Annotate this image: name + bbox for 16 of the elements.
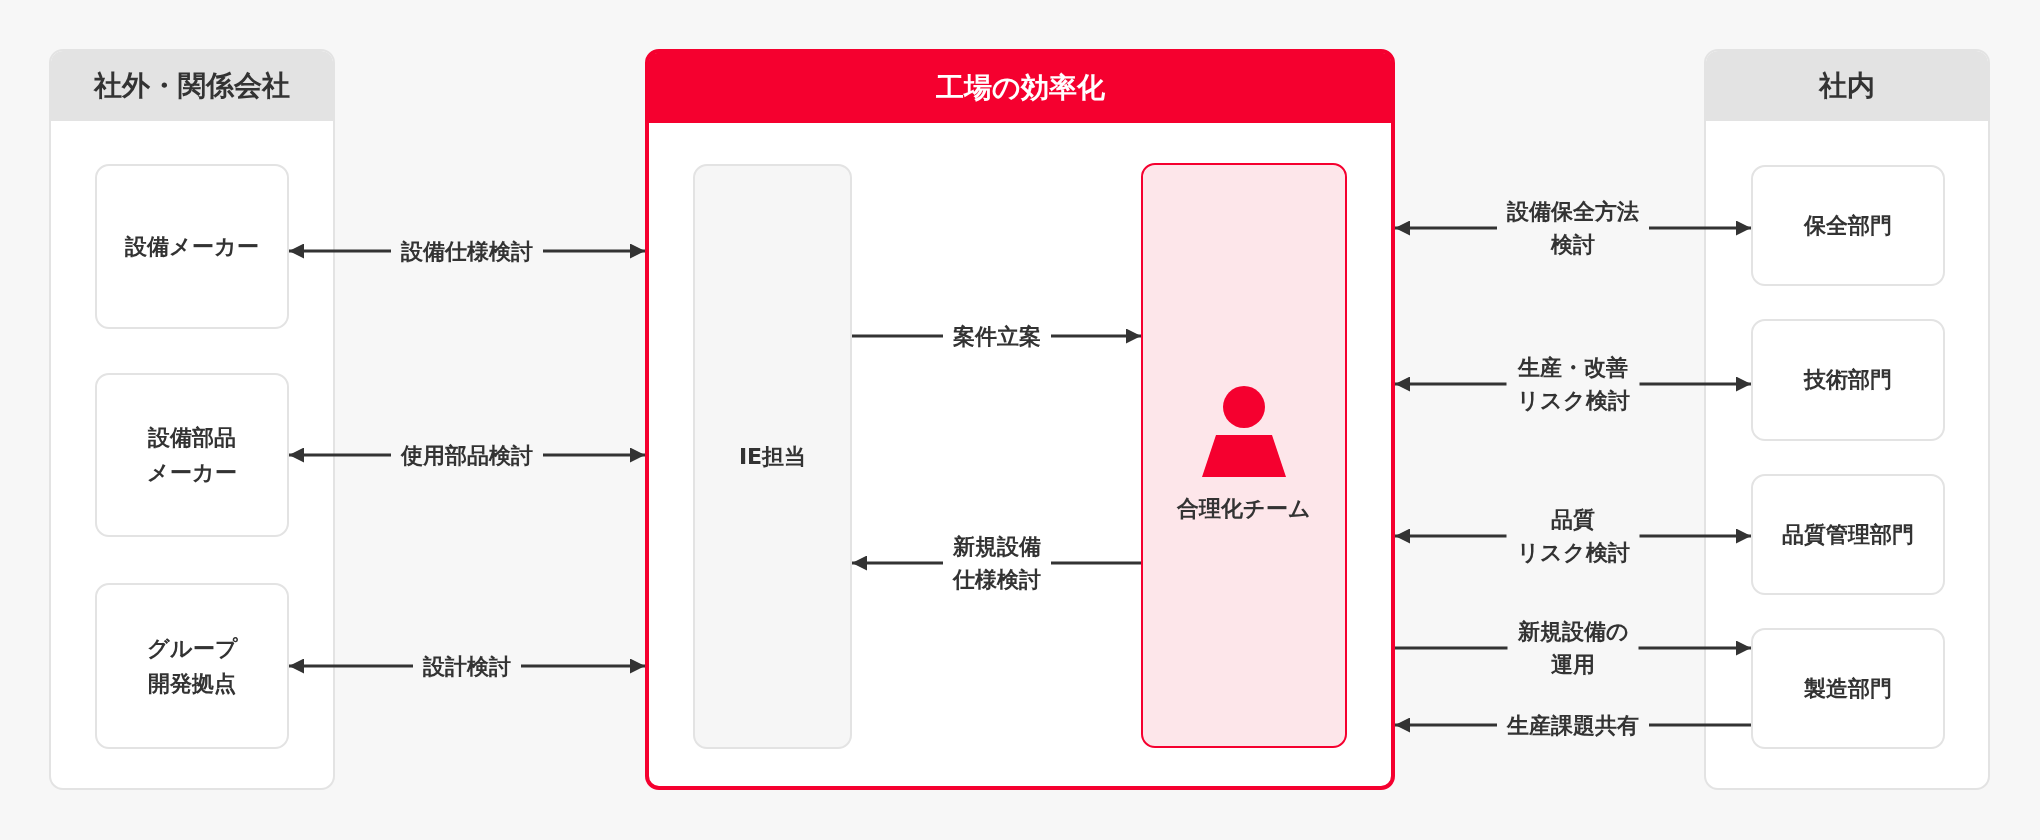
department-box: 製造部門: [1751, 628, 1945, 749]
group-panel: [1704, 49, 1990, 790]
department-box: 保全部門: [1751, 165, 1945, 286]
department-box: 品質管理部門: [1751, 474, 1945, 595]
department-box: 設備メーカー: [95, 164, 289, 329]
department-box: 技術部門: [1751, 319, 1945, 441]
group-panel: [645, 49, 1395, 790]
panel-header: 社外・関係会社: [51, 51, 333, 121]
team-box: [1141, 163, 1347, 748]
department-box: 設備部品メーカー: [95, 373, 289, 537]
team-label: 合理化チーム: [1177, 494, 1311, 523]
panel-header: 社内: [1706, 51, 1988, 121]
group-panel: [49, 49, 335, 790]
department-box: グループ開発拠点: [95, 583, 289, 749]
panel-header: 工場の効率化: [649, 53, 1391, 123]
role-box: IE担当: [693, 164, 852, 749]
